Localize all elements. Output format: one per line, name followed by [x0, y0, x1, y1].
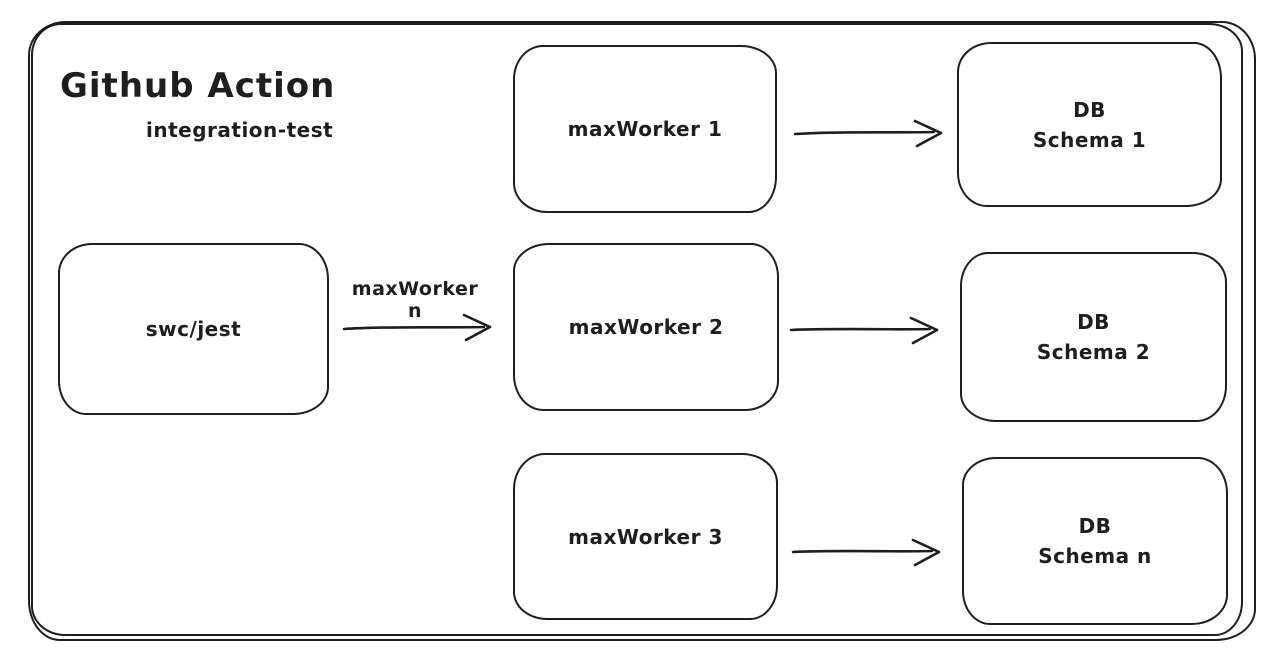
node-db-schema-n-line1: DB [1078, 514, 1112, 538]
diagram-title: Github Action [60, 66, 336, 106]
node-swc-jest-label: swc/jest [145, 317, 242, 341]
edge-label-maxworker-n: maxWorker n [351, 278, 479, 322]
node-db-schema-1-line1: DB [1073, 97, 1106, 122]
node-db-schema-2: DB Schema 2 [960, 252, 1227, 422]
node-maxworker-1: maxWorker 1 [513, 45, 777, 213]
node-db-schema-n-line2: Schema n [1038, 544, 1152, 568]
node-db-schema-2-line1: DB [1077, 310, 1110, 334]
node-maxworker-3-label: maxWorker 3 [568, 524, 723, 549]
node-db-schema-1: DB Schema 1 [957, 42, 1222, 207]
node-db-schema-2-line2: Schema 2 [1036, 340, 1151, 364]
node-maxworker-2: maxWorker 2 [513, 243, 779, 411]
diagram-subtitle: integration-test [146, 118, 334, 142]
node-maxworker-2-label: maxWorker 2 [568, 315, 724, 339]
github-action-container-inner-stroke [31, 23, 1243, 636]
node-db-schema-n: DB Schema n [962, 457, 1228, 625]
node-maxworker-1-label: maxWorker 1 [567, 117, 723, 141]
node-maxworker-3: maxWorker 3 [513, 453, 778, 620]
node-swc-jest: swc/jest [58, 243, 329, 415]
github-action-container-outer-stroke [28, 21, 1256, 641]
node-db-schema-1-line2: Schema 1 [1032, 127, 1147, 152]
